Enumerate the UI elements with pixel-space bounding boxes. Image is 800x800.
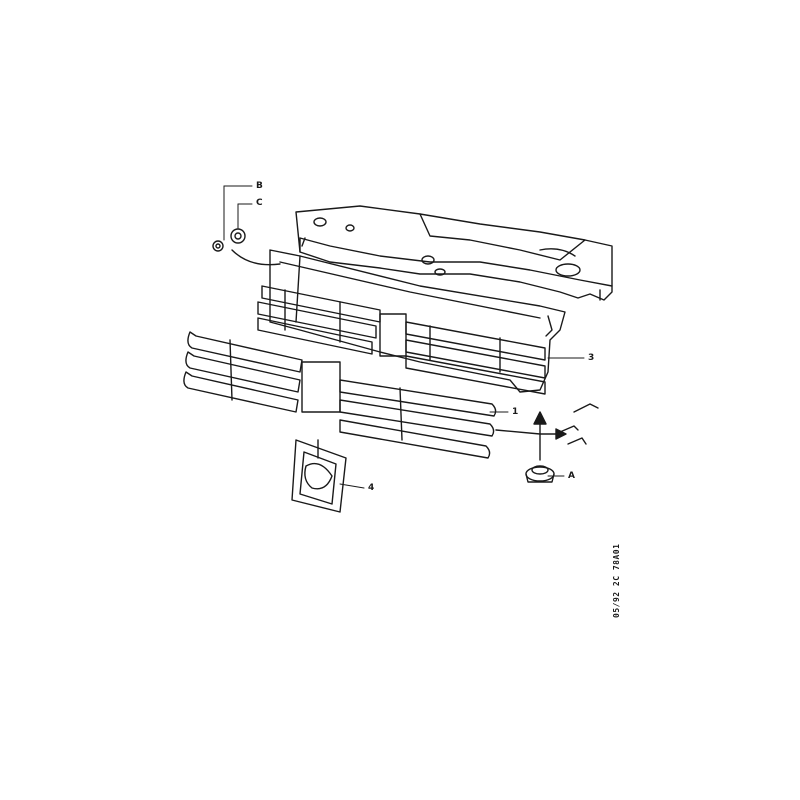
callout-c: C xyxy=(256,198,263,208)
clips-and-nut xyxy=(525,403,599,483)
callout-3: 3 xyxy=(588,353,595,363)
assembly-arrows xyxy=(495,411,567,461)
callout-1: 1 xyxy=(512,407,519,417)
badge-plate xyxy=(291,439,347,513)
grille-slats-upper xyxy=(257,285,546,395)
drawing-reference-code: 05/92 2C 78A01 xyxy=(612,543,621,618)
screw-and-washer xyxy=(212,228,281,266)
callout-b: B xyxy=(256,181,263,191)
front-crossmember-panel xyxy=(295,205,613,301)
front-grille xyxy=(183,331,497,459)
callout-a: A xyxy=(568,471,575,481)
callout-4: 4 xyxy=(368,483,375,493)
leader-lines xyxy=(223,185,585,489)
